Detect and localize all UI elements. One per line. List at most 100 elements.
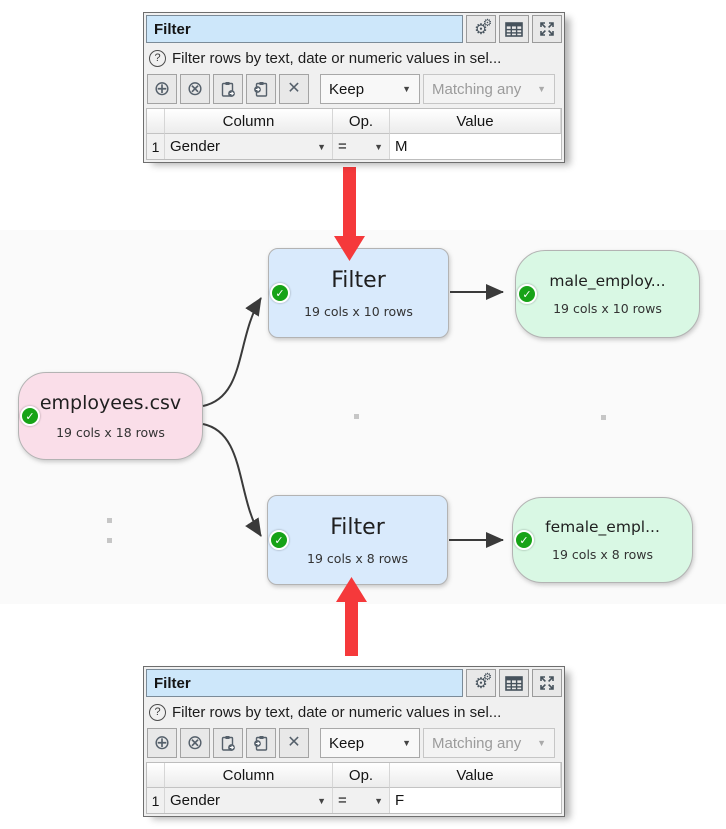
table-view-button[interactable] — [499, 15, 529, 43]
chevron-down-icon: ▼ — [317, 795, 326, 806]
value-input[interactable]: F — [390, 788, 561, 813]
gear-icon: ⚙ — [474, 20, 488, 38]
gear-small-icon: ⚙ — [483, 672, 492, 683]
op-select-value: = — [338, 792, 347, 809]
grid-dot — [601, 415, 606, 420]
add-circle-icon: ⊕ — [153, 732, 171, 754]
check-icon: ✓ — [20, 406, 40, 426]
corner-header — [147, 109, 165, 134]
check-icon: ✓ — [270, 283, 290, 303]
node-employees-csv[interactable]: ✓ employees.csv 19 cols x 18 rows — [18, 372, 203, 460]
keep-remove-select[interactable]: Keep ▼ — [320, 728, 420, 758]
node-male-employees[interactable]: ✓ male_employ... 19 cols x 10 rows — [515, 250, 700, 338]
node-filter-bottom[interactable]: ✓ Filter 19 cols x 8 rows — [267, 495, 448, 585]
matching-select[interactable]: Matching any ▼ — [423, 74, 555, 104]
chevron-down-icon: ▼ — [537, 738, 546, 748]
column-select[interactable]: Gender ▼ — [165, 134, 333, 159]
check-icon: ✓ — [517, 284, 537, 304]
table-icon — [505, 675, 523, 691]
clipboard-paste-icon — [254, 81, 268, 97]
node-female-employees[interactable]: ✓ female_empl... 19 cols x 8 rows — [512, 497, 693, 583]
node-label: Filter — [331, 267, 386, 293]
add-row-button[interactable]: ⊕ — [147, 74, 177, 104]
op-select[interactable]: = ▼ — [333, 134, 390, 159]
grid-dot — [107, 518, 112, 523]
matching-select[interactable]: Matching any ▼ — [423, 728, 555, 758]
row-number: 1 — [147, 788, 165, 813]
clear-all-button[interactable]: ✕ — [279, 728, 309, 758]
help-icon[interactable]: ? — [149, 49, 166, 67]
matching-select-value: Matching any — [432, 734, 522, 752]
value-input[interactable]: M — [390, 134, 561, 159]
add-circle-icon: ⊕ — [153, 78, 171, 100]
keep-remove-select[interactable]: Keep ▼ — [320, 74, 420, 104]
filter-terms-table: Column Op. Value 1 Gender ▼ = ▼ M — [146, 108, 562, 160]
chevron-down-icon: ▼ — [537, 84, 546, 94]
remove-row-button[interactable]: ⊗ — [180, 728, 210, 758]
clipboard-copy-icon — [221, 735, 235, 751]
filter-terms-table: Column Op. Value 1 Gender ▼ = ▼ F — [146, 762, 562, 814]
paste-rows-button[interactable] — [246, 74, 276, 104]
copy-rows-button[interactable] — [213, 728, 243, 758]
node-filter-top[interactable]: ✓ Filter 19 cols x 10 rows — [268, 248, 449, 338]
column-select[interactable]: Gender ▼ — [165, 788, 333, 813]
clipboard-paste-icon — [254, 735, 268, 751]
column-header: Column — [165, 109, 333, 134]
transform-name-field[interactable]: Filter — [146, 669, 463, 697]
clipboard-copy-icon — [221, 81, 235, 97]
gear-small-icon: ⚙ — [483, 18, 492, 29]
column-header: Column — [165, 763, 333, 788]
check-icon: ✓ — [514, 530, 534, 550]
value-header: Value — [390, 763, 561, 788]
chevron-down-icon: ▼ — [374, 141, 383, 152]
help-text: Filter rows by text, date or numeric val… — [172, 49, 502, 67]
copy-rows-button[interactable] — [213, 74, 243, 104]
clear-x-icon: ✕ — [287, 80, 301, 97]
chevron-down-icon: ▼ — [317, 141, 326, 152]
filter-settings-panel-top: Filter ⚙ ⚙ — [143, 12, 565, 163]
node-size-label: 19 cols x 10 rows — [553, 301, 662, 316]
node-size-label: 19 cols x 18 rows — [56, 425, 165, 440]
grid-dot — [354, 414, 359, 419]
clear-x-icon: ✕ — [287, 734, 301, 751]
op-select[interactable]: = ▼ — [333, 788, 390, 813]
remove-circle-icon: ⊗ — [186, 732, 204, 754]
expand-icon — [540, 676, 554, 690]
gear-icon: ⚙ — [474, 674, 488, 692]
column-select-value: Gender — [170, 792, 221, 809]
paste-rows-button[interactable] — [246, 728, 276, 758]
matching-select-value: Matching any — [432, 80, 522, 98]
grid-dot — [107, 538, 112, 543]
settings-gear-button[interactable]: ⚙ ⚙ — [466, 669, 496, 697]
node-label: employees.csv — [39, 392, 182, 414]
filter-settings-panel-bottom: Filter ⚙ ⚙ — [143, 666, 565, 817]
op-header: Op. — [333, 109, 390, 134]
help-row: ? Filter rows by text, date or numeric v… — [146, 43, 562, 73]
clear-all-button[interactable]: ✕ — [279, 74, 309, 104]
op-header: Op. — [333, 763, 390, 788]
node-size-label: 19 cols x 8 rows — [552, 547, 653, 562]
node-label: male_employ... — [549, 272, 666, 290]
expand-button[interactable] — [532, 15, 562, 43]
remove-row-button[interactable]: ⊗ — [180, 74, 210, 104]
table-view-button[interactable] — [499, 669, 529, 697]
add-row-button[interactable]: ⊕ — [147, 728, 177, 758]
expand-button[interactable] — [532, 669, 562, 697]
help-icon[interactable]: ? — [149, 703, 166, 721]
node-size-label: 19 cols x 10 rows — [304, 303, 413, 319]
settings-gear-button[interactable]: ⚙ ⚙ — [466, 15, 496, 43]
remove-circle-icon: ⊗ — [186, 78, 204, 100]
table-icon — [505, 21, 523, 37]
value-header: Value — [390, 109, 561, 134]
keep-select-value: Keep — [329, 80, 365, 98]
help-row: ? Filter rows by text, date or numeric v… — [146, 697, 562, 727]
node-label: Filter — [330, 514, 385, 540]
transform-name-field[interactable]: Filter — [146, 15, 463, 43]
column-select-value: Gender — [170, 138, 221, 155]
chevron-down-icon: ▼ — [402, 738, 411, 748]
check-icon: ✓ — [269, 530, 289, 550]
corner-header — [147, 763, 165, 788]
help-text: Filter rows by text, date or numeric val… — [172, 703, 502, 721]
node-size-label: 19 cols x 8 rows — [307, 550, 408, 566]
